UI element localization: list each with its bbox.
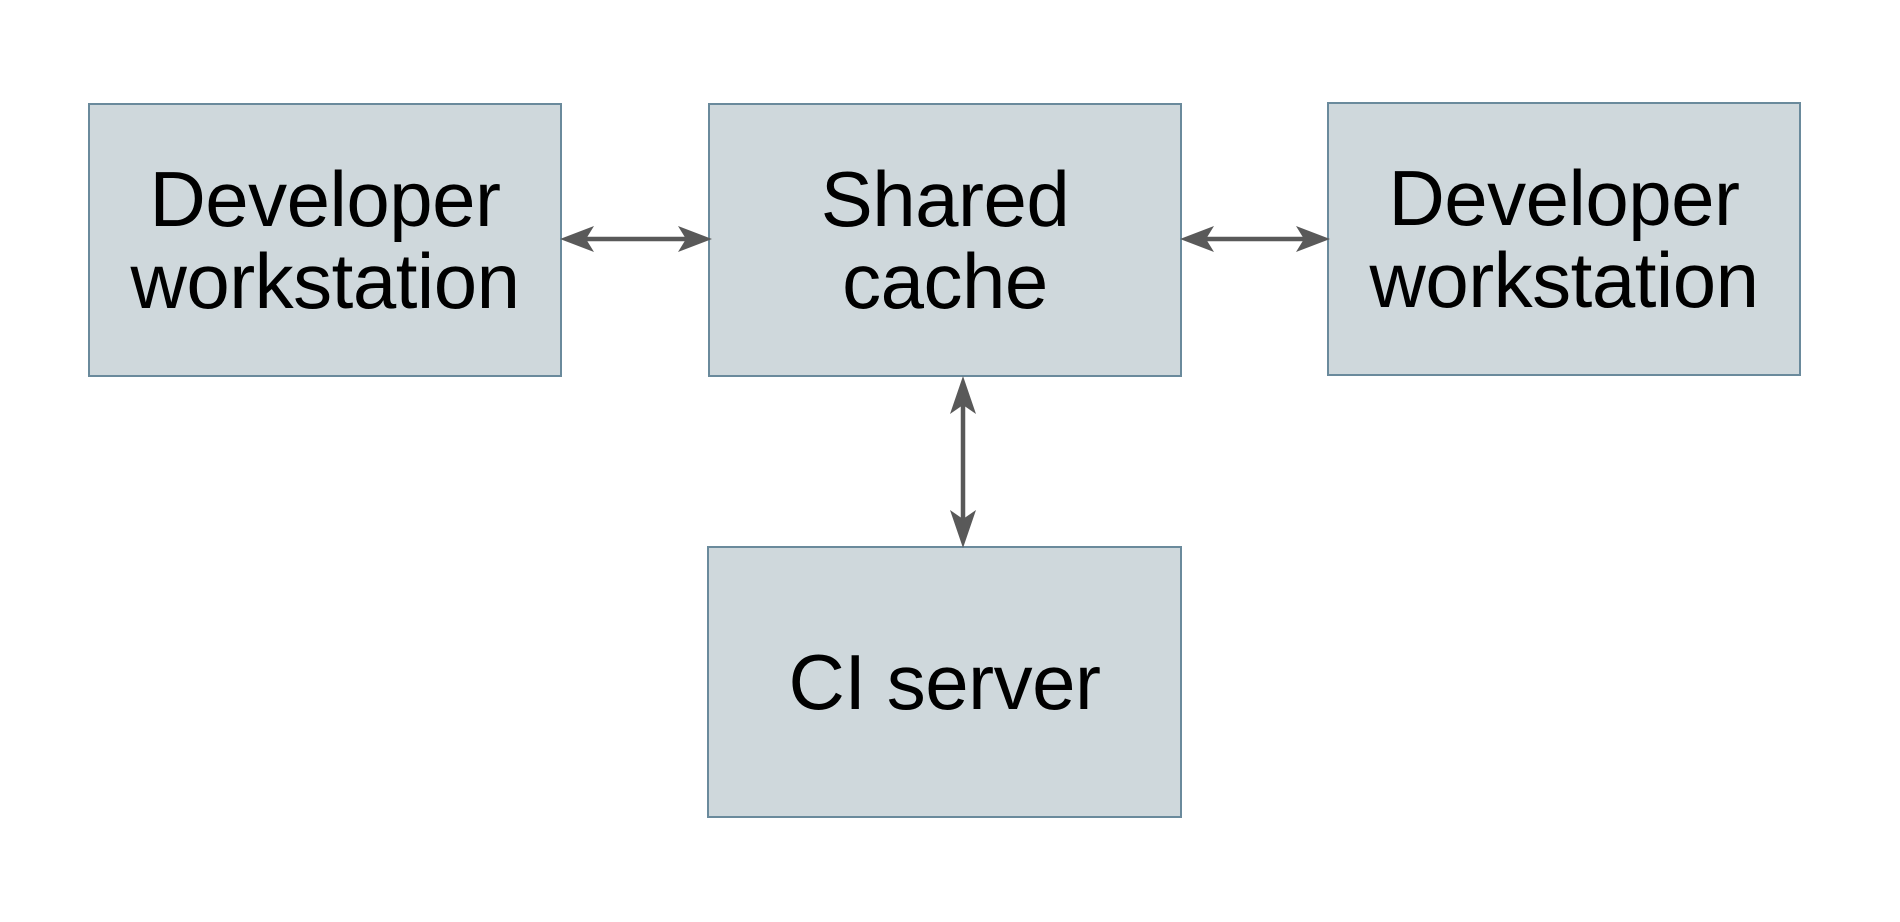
node-label: CI server: [788, 638, 1101, 726]
node-label: Shared cache: [820, 155, 1070, 325]
double-arrow-horizontal-icon: [1180, 226, 1330, 252]
node-ci-server[interactable]: CI server: [707, 546, 1182, 818]
node-developer-workstation-right[interactable]: Developer workstation: [1327, 102, 1801, 376]
edge-developer-left-to-shared-cache[interactable]: [560, 209, 712, 269]
node-shared-cache[interactable]: Shared cache: [708, 103, 1182, 377]
double-arrow-horizontal-icon: [560, 226, 712, 252]
node-label: Developer workstation: [1369, 154, 1760, 324]
node-developer-workstation-left[interactable]: Developer workstation: [88, 103, 562, 377]
edge-shared-cache-to-developer-right[interactable]: [1180, 209, 1330, 269]
node-label: Developer workstation: [130, 155, 521, 325]
double-arrow-vertical-icon: [950, 376, 976, 548]
edge-shared-cache-to-ci-server[interactable]: [933, 376, 993, 548]
